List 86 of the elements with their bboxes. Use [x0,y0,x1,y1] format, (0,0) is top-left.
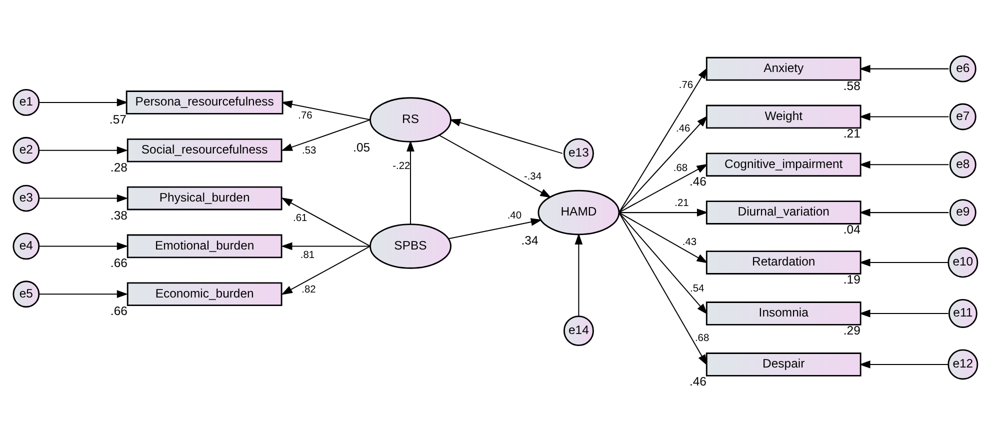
node-label: .38 [110,208,127,222]
node-box: Persona_resourcefulness [125,90,283,114]
arrow [618,67,707,212]
edge-label: .82 [301,284,316,296]
edge-label: .61 [292,212,307,224]
node-ellipse: SPBS [369,223,451,268]
arrow [618,212,708,263]
node-circle: e9 [948,198,976,226]
node-box: Economic_burden [126,282,282,306]
node-ellipse: RS [369,96,451,142]
node-circle: e6 [948,54,976,82]
node-box: Physical_burden [126,186,282,210]
node-box: Retardation [705,250,861,274]
node-box: Emotional_burden [126,234,282,258]
edge-label: .40 [506,210,521,222]
edge-label: .76 [678,79,693,90]
edge-label: .43 [682,236,696,248]
arrow [38,98,128,106]
edge-label: .68 [694,332,709,344]
arrow [438,134,551,198]
node-label: .46 [688,174,706,188]
node-label: .21 [842,126,860,140]
arrow [280,100,370,120]
node-circle: e14 [562,315,594,346]
arrow [858,258,948,266]
arrow [448,118,562,154]
node-circle: e3 [12,184,40,212]
node-circle: e12 [947,348,978,380]
arrow [280,118,370,150]
node-label: .46 [688,374,706,388]
edge-label: .46 [676,123,690,134]
arrow [858,112,948,120]
node-circle: e1 [12,88,40,116]
node-label: .05 [352,140,370,154]
arrow [38,194,128,202]
node-circle: e2 [12,136,40,164]
node-box: Social_resourcefulness [126,138,282,162]
edge-label: .76 [298,110,312,122]
arrow [280,197,370,246]
arrow [618,208,708,216]
arrow [574,232,582,316]
node-label: .34 [520,232,538,247]
node-circle: e5 [12,280,40,308]
edge-label: -.34 [523,171,542,182]
node-box: Anxiety [705,56,861,80]
node-circle: e8 [948,150,976,178]
arrow [618,115,708,212]
node-box: Cognitive_impairment [705,152,861,176]
node-label: .57 [108,112,126,126]
arrow [858,64,948,72]
node-label: .66 [110,304,127,318]
node-label: .29 [842,322,860,337]
node-box: Insomnia [705,301,861,325]
node-circle: e13 [562,138,594,168]
edge-label: .21 [674,198,688,209]
node-circle: e4 [12,232,40,260]
edge-label: .81 [300,249,314,260]
edge-label: .53 [301,144,316,156]
arrow [618,212,708,314]
node-box: Diurnal_variation [705,200,861,224]
node-box: Weight [705,104,861,128]
edge-label: .68 [672,162,688,174]
edge-label: -.22 [392,160,410,172]
arrow [280,245,370,294]
node-label: .66 [110,256,127,270]
node-circle: e11 [948,298,977,328]
arrow [858,160,948,168]
arrow [858,208,948,216]
node-label: .19 [842,272,860,286]
arrow [280,242,370,250]
node-box: Despair [705,352,861,376]
edge-label: .54 [690,282,704,294]
arrow [448,218,542,239]
arrow [38,242,128,250]
arrow [38,146,128,154]
arrow [618,163,708,212]
node-circle: e10 [947,246,978,278]
node-label: .28 [110,160,127,174]
arrow [858,360,948,368]
node-circle: e7 [948,102,976,130]
arrow [38,290,128,298]
arrow [858,309,948,317]
node-label: .58 [842,78,860,92]
node-label: .04 [842,222,860,236]
arrow [618,212,707,366]
arrow [406,140,414,224]
